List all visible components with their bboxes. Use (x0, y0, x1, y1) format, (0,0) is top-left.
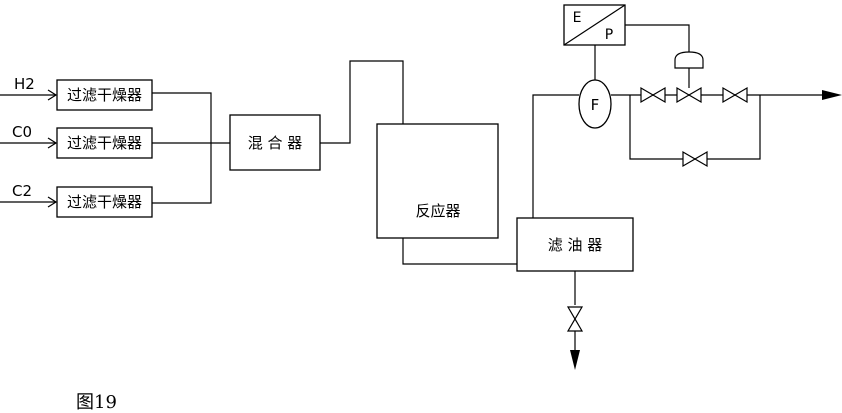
reactor-to-oil-filter-line (402, 238, 517, 265)
drain-valve-bottom (566, 317, 584, 332)
oil-filter (516, 217, 634, 272)
oil-filter-to-flowmeter-line (532, 94, 579, 218)
control-valve (676, 86, 702, 104)
ep-to-actuator-line (625, 24, 690, 52)
reactor-label: 反应器 (415, 202, 460, 220)
reactor (376, 123, 499, 239)
drain-arrow (570, 350, 580, 370)
dryer-collector-lines (152, 92, 230, 204)
filter-dryer-2-label: 过滤干燥器 (67, 134, 142, 152)
input-label-h2: H2 (14, 75, 35, 93)
oil-filter-label: 滤 油 器 (548, 236, 603, 254)
outlet-arrow (822, 90, 842, 100)
mixer-to-reactor-line (320, 60, 404, 144)
ep-converter-e-label: E (573, 10, 582, 26)
drain-valve-top (566, 306, 584, 321)
flow-meter-label: F (591, 96, 600, 114)
isolation-valve-inlet (640, 86, 666, 104)
input-label-c2: C2 (12, 182, 32, 200)
input-arrow-h2 (0, 89, 58, 101)
input-label-co: C0 (12, 123, 32, 141)
filter-dryer-1 (56, 79, 153, 111)
figure-caption: 图19 (76, 392, 117, 413)
input-arrow-c2 (0, 196, 58, 208)
mixer-label: 混 合 器 (248, 134, 303, 152)
isolation-valve-outlet (722, 86, 748, 104)
input-arrow-co (0, 137, 58, 149)
mixer (229, 114, 321, 171)
valve-actuator (674, 51, 704, 69)
filter-dryer-3-label: 过滤干燥器 (67, 193, 142, 211)
bypass-line (629, 95, 761, 160)
filter-dryer-3 (56, 186, 153, 218)
filter-dryer-1-label: 过滤干燥器 (67, 86, 142, 104)
ep-converter-p-label: P (605, 27, 613, 43)
ep-converter-divider (563, 4, 626, 46)
bypass-valve (682, 150, 708, 168)
